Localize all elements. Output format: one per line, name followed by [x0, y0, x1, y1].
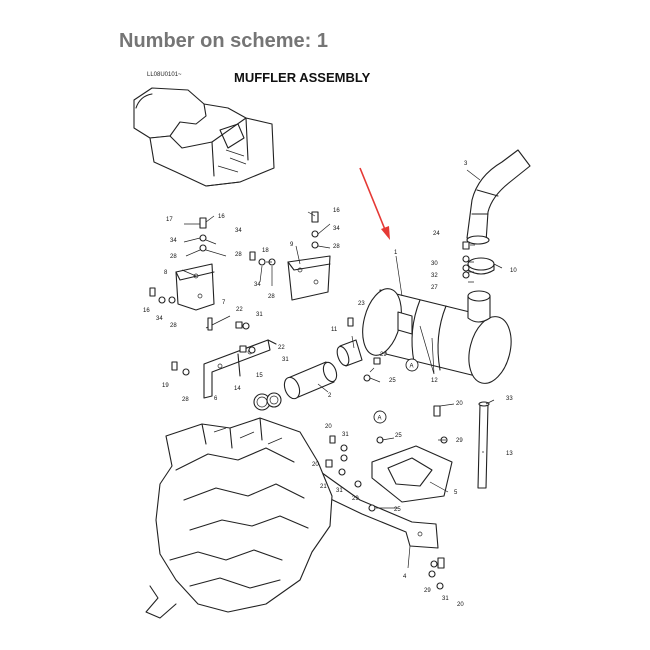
part-label: 32: [431, 273, 438, 279]
diagram-title: MUFFLER ASSEMBLY: [234, 70, 371, 85]
part-label: 20: [312, 462, 319, 468]
part-label: 13: [506, 451, 513, 457]
part-label: 34: [254, 282, 261, 288]
part-label: 29: [380, 352, 387, 358]
part-label: 15: [256, 373, 263, 379]
part-label: 28: [235, 252, 242, 258]
part-label: 28: [333, 244, 340, 250]
part-label: 7: [222, 300, 226, 306]
part-label: 1: [394, 250, 398, 256]
part-label: 20: [457, 602, 464, 608]
lower-fasteners: [325, 435, 445, 590]
part-label: 4: [403, 574, 407, 580]
pipe-clamp: [462, 241, 495, 279]
part-label: 14: [234, 386, 241, 392]
part-label: 16: [143, 308, 150, 314]
part-label: 25: [395, 433, 402, 439]
engine-outline: [145, 417, 333, 619]
part-label: 18: [262, 248, 269, 254]
part-label: 16: [218, 214, 225, 220]
part-label: 29: [456, 438, 463, 444]
part-label: 33: [506, 396, 513, 402]
tail-pipe: [477, 401, 490, 489]
part-label: 29: [424, 588, 431, 594]
diagram-code: LL08U0101~: [147, 72, 182, 78]
part-label: 17: [166, 217, 173, 223]
part-label: 11: [331, 327, 338, 333]
part-label: 22: [278, 345, 285, 351]
part-label: 34: [333, 226, 340, 232]
part-label: 3: [464, 161, 468, 167]
part-label: 29: [352, 496, 359, 502]
bracket-left: [175, 263, 215, 311]
part-label: 5: [454, 490, 458, 496]
part-label: 8: [164, 270, 168, 276]
part-label: 28: [268, 294, 275, 300]
part-label: 28: [182, 397, 189, 403]
part-label: 20: [325, 424, 332, 430]
part-label: 28: [170, 254, 177, 260]
part-label: 25: [389, 378, 396, 384]
pointer-arrow: [359, 167, 390, 240]
part-label: 31: [336, 488, 343, 494]
part-label: 23: [358, 301, 365, 307]
reference-marker-a: A A: [373, 358, 419, 424]
part-label: 20: [456, 401, 463, 407]
part-label: 34: [170, 238, 177, 244]
bracket-upper: [287, 255, 331, 301]
part-label: 31: [282, 357, 289, 363]
part-label: 16: [333, 208, 340, 214]
marker-label: A: [410, 364, 414, 370]
part-label: 34: [235, 228, 242, 234]
part-label: 2: [328, 393, 332, 399]
part-label: 31: [342, 432, 349, 438]
part-label: 10: [510, 268, 517, 274]
part-label: 30: [431, 261, 438, 267]
part-label: 28: [170, 323, 177, 329]
mount-bracket: [297, 405, 453, 549]
part-label: 31: [256, 312, 263, 318]
marker-label: A: [378, 416, 382, 422]
part-label: 9: [290, 242, 294, 248]
part-label: 34: [156, 316, 163, 322]
adapter-pipe: [253, 317, 381, 411]
part-label: 19: [162, 383, 169, 389]
part-label: 25: [394, 507, 401, 513]
part-label: 27: [431, 285, 438, 291]
exhaust-pipe: [466, 149, 531, 245]
part-label: 12: [431, 378, 438, 384]
part-label: 22: [236, 307, 243, 313]
part-label: 31: [442, 596, 449, 602]
part-label: 24: [433, 231, 440, 237]
machine-thumbnail: [133, 87, 275, 187]
leader-lines: [181, 169, 503, 569]
part-number-labels: 17 16 34 34 28 28 8 16 34 28 7 19 28 6 3…: [143, 161, 517, 608]
part-label: 21: [320, 484, 327, 490]
muffler: [362, 288, 512, 384]
page-title: Number on scheme: 1: [119, 30, 328, 52]
bracket-long: [203, 339, 277, 399]
part-label: 6: [214, 396, 218, 402]
